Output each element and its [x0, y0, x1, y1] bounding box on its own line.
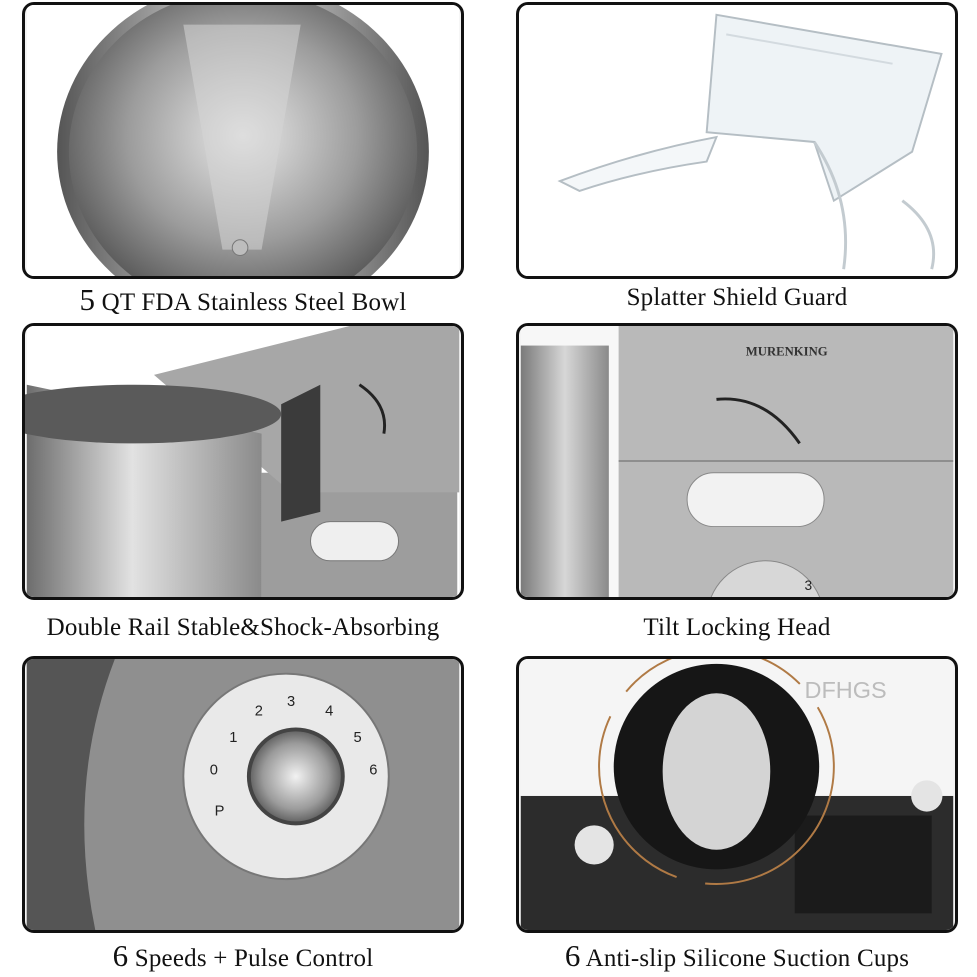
dial-labels: P 0 1 2 3 4 5 6 — [210, 694, 378, 820]
caption-number: 5 — [79, 282, 96, 317]
rail-caption: Double Rail Stable&Shock-Absorbing — [16, 614, 470, 642]
suction-cups-illustration: DFHGS — [520, 659, 954, 930]
tilt-lock-illustration: 3 MURENKING — [520, 326, 954, 597]
double-rail-photo — [22, 323, 464, 600]
dial-mark: 3 — [805, 578, 813, 593]
speed-dial-photo: P 0 1 2 3 4 5 6 — [22, 656, 464, 933]
speeds-caption: 6 Speeds + Pulse Control — [22, 938, 464, 974]
dial-label-0: 0 — [210, 762, 218, 778]
splatter-guard-illustration — [520, 5, 954, 276]
brand-text: MURENKING — [746, 344, 828, 358]
dial-label-5: 5 — [354, 730, 362, 746]
caption-text: Speeds + Pulse Control — [128, 945, 374, 972]
caption-number: 6 — [564, 938, 581, 973]
dial-label-p: P — [215, 804, 225, 820]
caption-text: Anti-slip Silicone Suction Cups — [580, 945, 910, 972]
caption-text: QT FDA Stainless Steel Bowl — [95, 289, 407, 316]
tilt-lock-photo: 3 MURENKING — [516, 323, 958, 600]
caption-text: Splatter Shield Guard — [626, 284, 848, 311]
watermark-text: DFHGS — [805, 677, 887, 703]
dial-label-1: 1 — [229, 730, 237, 746]
double-rail-illustration — [25, 326, 460, 597]
suction-cups-photo: DFHGS — [516, 656, 958, 933]
bowl-caption: 5 QT FDA Stainless Steel Bowl — [22, 282, 464, 318]
caption-number: 6 — [112, 938, 129, 973]
dial-label-6: 6 — [369, 762, 377, 778]
tilt-caption: Tilt Locking Head — [516, 614, 958, 642]
suction-caption: 6 Anti-slip Silicone Suction Cups — [500, 938, 974, 974]
dial-label-2: 2 — [255, 704, 263, 720]
caption-text: Double Rail Stable&Shock-Absorbing — [46, 614, 440, 641]
speed-dial-illustration: P 0 1 2 3 4 5 6 — [26, 659, 460, 930]
stainless-bowl-illustration — [26, 5, 460, 276]
stainless-bowl-photo — [22, 2, 464, 279]
guard-caption: Splatter Shield Guard — [516, 284, 958, 312]
dial-label-4: 4 — [325, 704, 333, 720]
splatter-guard-photo — [516, 2, 958, 279]
caption-text: Tilt Locking Head — [643, 614, 831, 641]
dial-label-3: 3 — [287, 694, 295, 710]
